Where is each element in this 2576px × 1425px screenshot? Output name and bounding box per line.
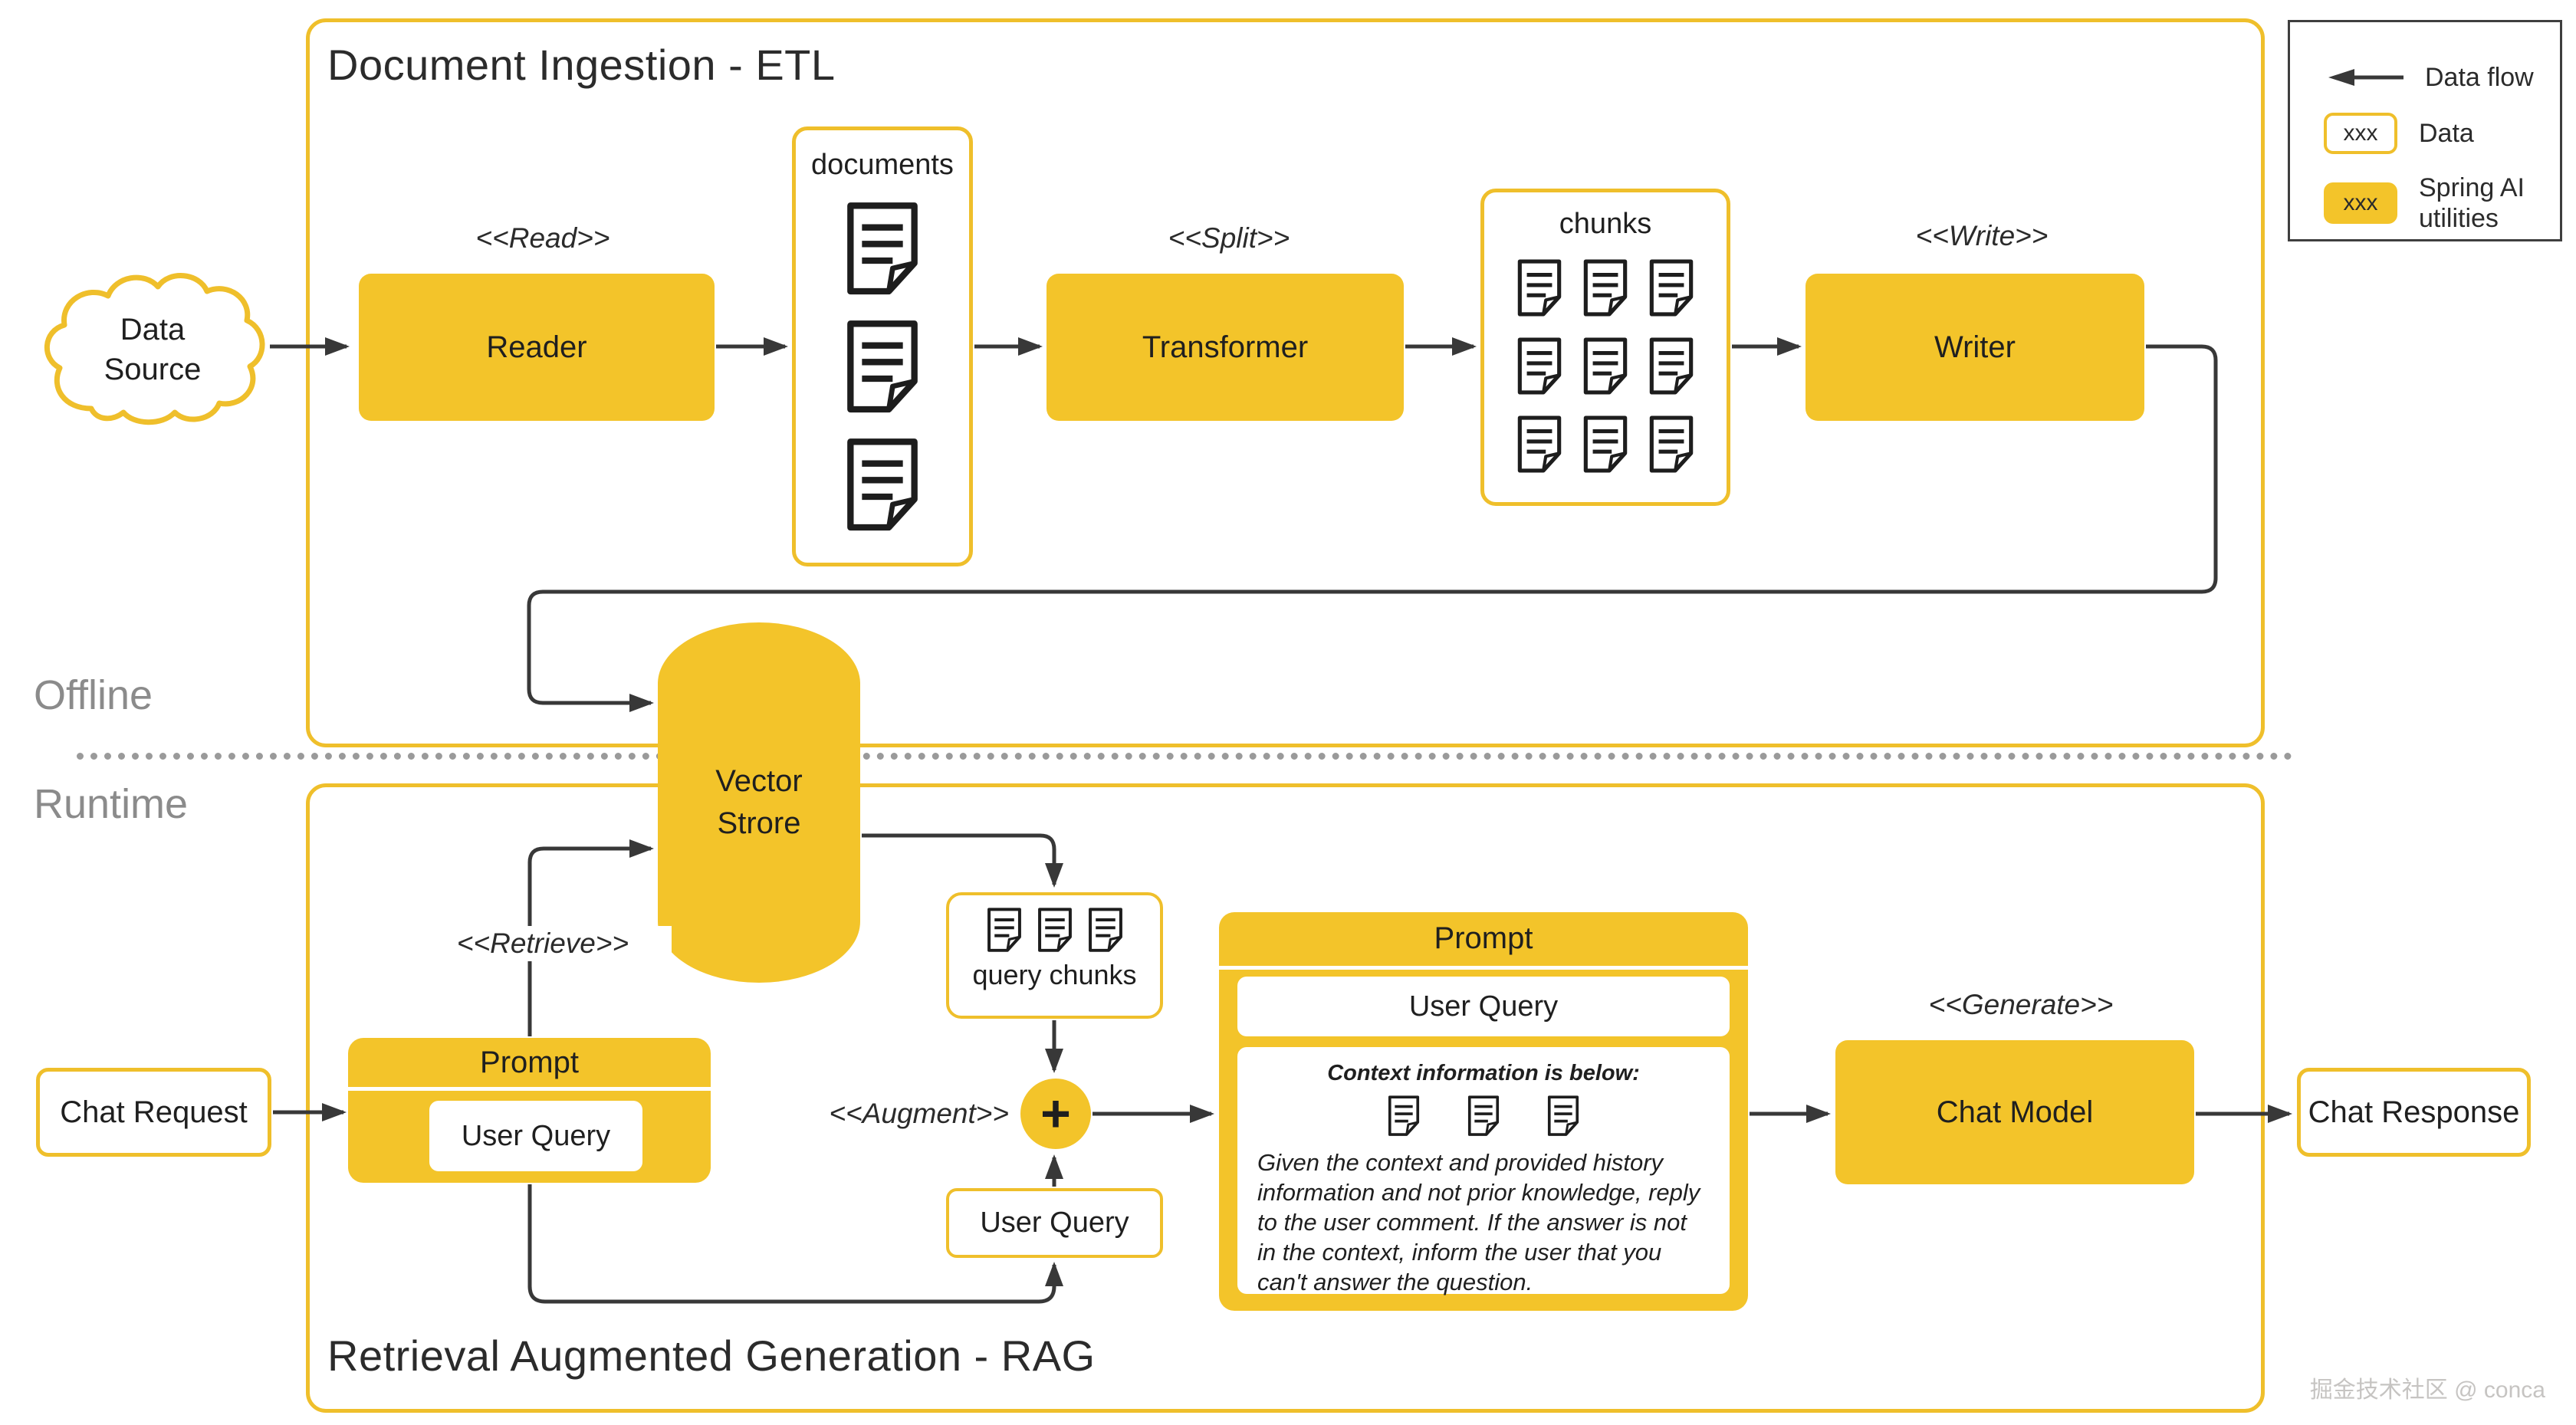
- legend-data-label: Data: [2419, 119, 2474, 148]
- retrieve-stereotype: <<Retrieve>>: [414, 926, 672, 961]
- legend-row-dataflow: Data flow: [2324, 62, 2534, 93]
- document-icon: [986, 908, 1023, 953]
- legend-dataflow-label: Data flow: [2425, 63, 2534, 92]
- transformer-node[interactable]: Transformer: [1046, 274, 1404, 421]
- prompt-context-box: Context information is below: Given the …: [1237, 1047, 1730, 1295]
- prompt-small-divider: [348, 1087, 711, 1091]
- prompt-big-node[interactable]: Prompt User Query Context information is…: [1219, 912, 1748, 1311]
- document-icon: [1648, 337, 1695, 396]
- prompt-small-title: Prompt: [480, 1046, 579, 1079]
- chat-model-node[interactable]: Chat Model: [1835, 1040, 2194, 1184]
- legend-data-swatch: xxx: [2324, 113, 2397, 154]
- context-instructions: Given the context and provided history i…: [1257, 1149, 1700, 1295]
- reader-node[interactable]: Reader: [359, 274, 715, 421]
- augment-stereotype: <<Augment>>: [829, 1098, 1009, 1129]
- arrow-left-icon: [2328, 69, 2404, 86]
- prompt-small-user-query: User Query: [429, 1101, 642, 1171]
- legend-box: Data flow xxx Data xxx Spring AI utiliti…: [2288, 20, 2562, 241]
- legend-spring-label: Spring AI utilities: [2419, 173, 2525, 233]
- document-icon: [1516, 337, 1563, 396]
- cloud-shape: [44, 273, 265, 425]
- vector-store-label: Vector Strore: [715, 764, 803, 840]
- split-stereotype: <<Split>>: [1085, 221, 1373, 256]
- augment-plus-node[interactable]: +: [1020, 1079, 1091, 1149]
- prompt-big-user-query: User Query: [1237, 977, 1730, 1036]
- document-icon: [844, 202, 921, 297]
- document-icon: [1387, 1095, 1421, 1137]
- document-icon: [1467, 1095, 1500, 1137]
- document-icon: [1516, 415, 1563, 474]
- legend-row-data: xxx Data: [2324, 113, 2474, 154]
- context-doc-icons: [1237, 1095, 1730, 1137]
- vector-store-node[interactable]: Vector Strore: [658, 622, 860, 983]
- document-icon: [1516, 259, 1563, 317]
- user-query-node[interactable]: User Query: [946, 1188, 1163, 1258]
- document-icon: [1582, 415, 1629, 474]
- document-icon: [1648, 259, 1695, 317]
- query-chunks-box: query chunks: [946, 892, 1163, 1019]
- data-source-label: Data Source: [104, 313, 202, 386]
- context-heading: Context information is below:: [1327, 1061, 1640, 1085]
- document-icon: [844, 320, 921, 415]
- prompt-big-divider: [1219, 966, 1748, 970]
- legend-spring-swatch: xxx: [2324, 182, 2397, 224]
- prompt-small-node[interactable]: Prompt User Query: [348, 1038, 711, 1183]
- document-icon: [1582, 337, 1629, 396]
- etl-section-frame: [306, 18, 2265, 747]
- query-chunk-icons: [986, 908, 1124, 953]
- document-icon: [844, 438, 921, 533]
- rag-section-title: Retrieval Augmented Generation - RAG: [327, 1331, 1096, 1380]
- offline-zone-label: Offline: [34, 672, 153, 718]
- chunks-label: chunks: [1559, 208, 1652, 240]
- rag-section-frame: [306, 783, 2265, 1413]
- document-icon: [1037, 908, 1073, 953]
- document-icon: [1087, 908, 1124, 953]
- read-stereotype: <<Read>>: [399, 221, 687, 256]
- runtime-zone-label: Runtime: [34, 781, 189, 827]
- generate-stereotype: <<Generate>>: [1928, 989, 2114, 1020]
- chat-response-node[interactable]: Chat Response: [2297, 1068, 2531, 1157]
- document-icons: [844, 202, 921, 533]
- writer-node[interactable]: Writer: [1806, 274, 2144, 421]
- document-icon: [1582, 259, 1629, 317]
- prompt-big-title: Prompt: [1434, 921, 1533, 955]
- documents-label: documents: [811, 149, 954, 181]
- legend-row-spring: xxx Spring AI utilities: [2324, 172, 2534, 234]
- chat-request-node[interactable]: Chat Request: [36, 1068, 271, 1157]
- query-chunks-label: query chunks: [972, 959, 1137, 990]
- write-stereotype: <<Write>>: [1806, 218, 2157, 254]
- watermark: 掘金技术社区 @ conca: [2309, 1377, 2545, 1403]
- document-icon: [1648, 415, 1695, 474]
- documents-box: documents: [792, 126, 973, 566]
- etl-section-title: Document Ingestion - ETL: [327, 41, 836, 89]
- chunks-box: chunks: [1480, 189, 1730, 506]
- chunk-icons: [1516, 259, 1695, 474]
- document-icon: [1546, 1095, 1580, 1137]
- data-source-cloud: Data Source: [35, 267, 270, 432]
- offline-runtime-divider: [77, 753, 2292, 760]
- plus-icon: +: [1040, 1085, 1071, 1143]
